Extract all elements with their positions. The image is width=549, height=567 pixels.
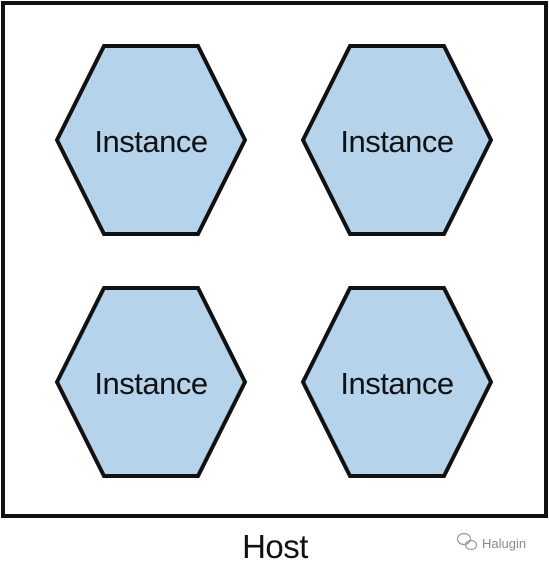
host-label: Host: [242, 528, 308, 565]
instance-label: Instance: [340, 366, 453, 401]
instance-label: Instance: [94, 366, 207, 401]
instance-label: Instance: [340, 124, 453, 159]
instance-hexagon: [300, 286, 494, 478]
instance-hexagon: [300, 44, 494, 236]
watermark: Halugin: [456, 532, 526, 551]
instance-node-2: Instance: [300, 44, 494, 236]
instance-node-1: Instance: [54, 44, 248, 236]
wechat-icon: [456, 532, 478, 551]
instance-node-4: Instance: [300, 286, 494, 478]
instance-node-3: Instance: [54, 286, 248, 478]
watermark-text: Halugin: [482, 536, 526, 551]
instance-label: Instance: [94, 124, 207, 159]
host-box: [1, 1, 548, 518]
instance-hexagon: [54, 44, 248, 236]
instance-hexagon: [54, 286, 248, 478]
